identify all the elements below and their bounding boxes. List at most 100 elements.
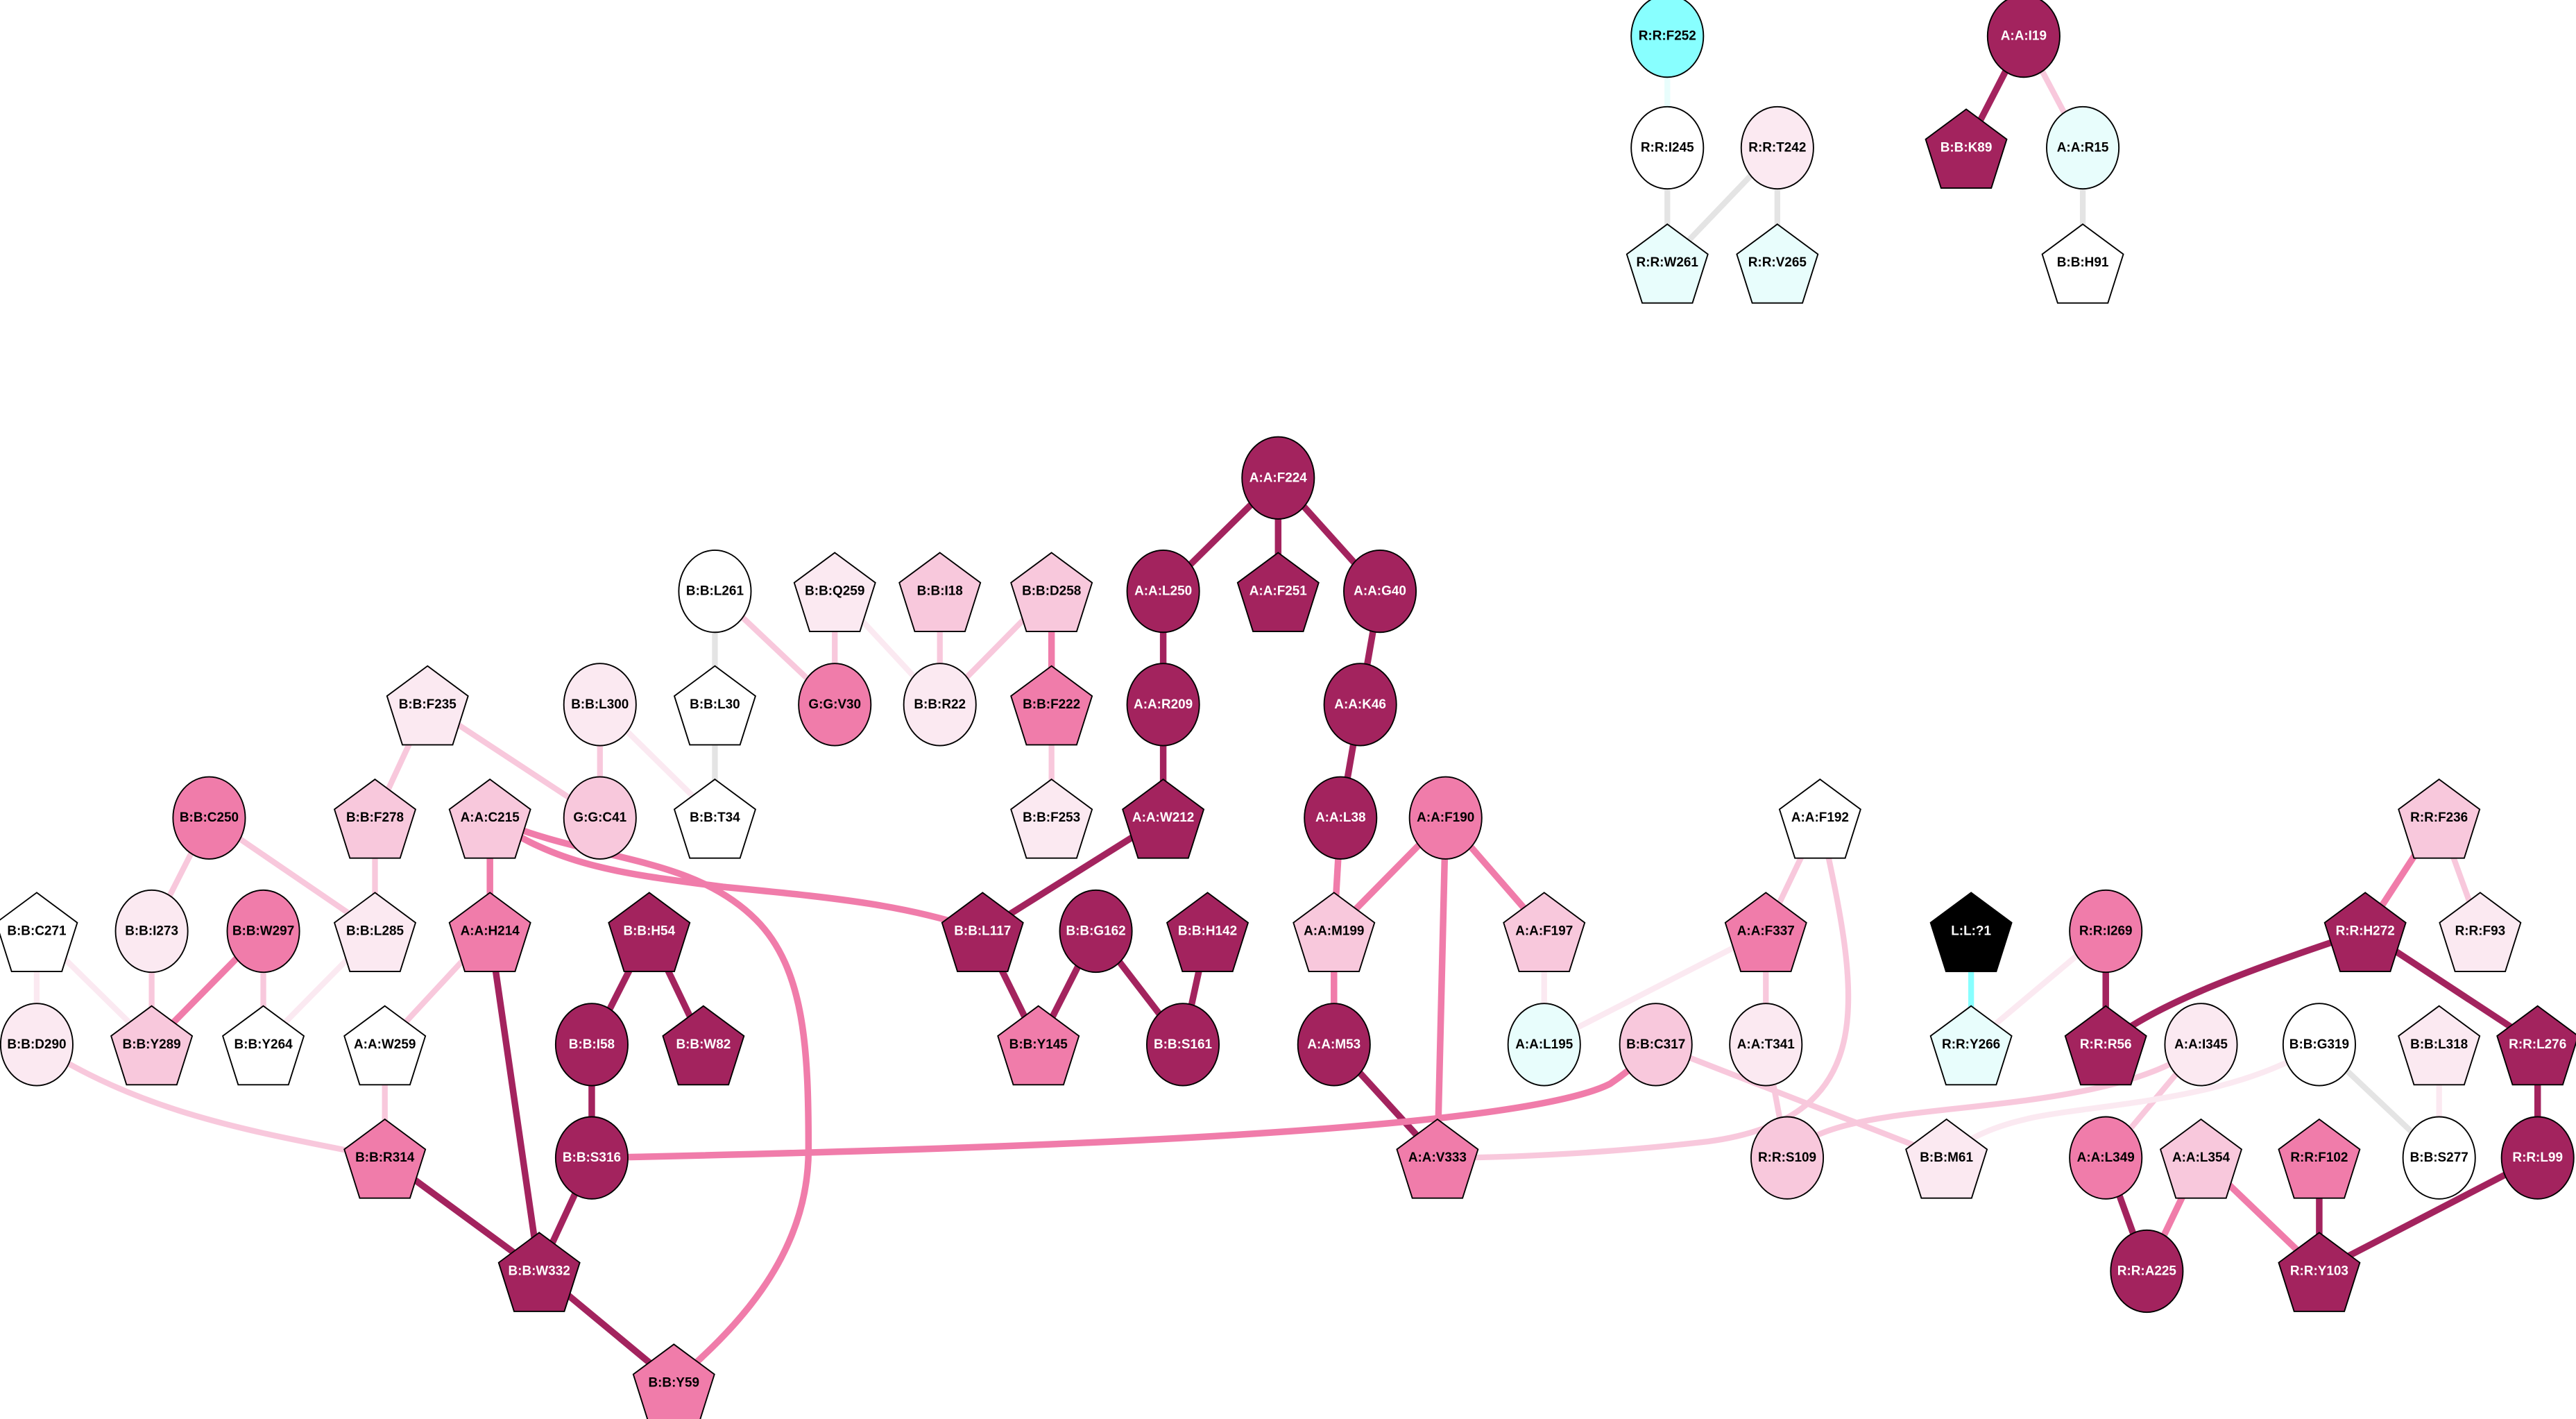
node-r-r-w261[interactable]: R:R:W261 [1626,223,1709,304]
node-a-a-f224[interactable]: A:A:F224 [1241,436,1315,520]
node-a-a-l195[interactable]: A:A:L195 [1507,1003,1581,1087]
pentagon-shape [898,552,982,633]
node-b-b-c250[interactable]: B:B:C250 [172,776,246,860]
pentagon-shape [1236,552,1320,633]
node-r-r-i245[interactable]: R:R:I245 [1630,105,1705,190]
node-a-a-l38[interactable]: A:A:L38 [1304,776,1378,860]
node-b-b-w297[interactable]: B:B:W297 [226,889,300,974]
pentagon-shape [1724,892,1807,972]
node-b-b-f278[interactable]: B:B:F278 [333,778,417,859]
node-a-a-f190[interactable]: A:A:F190 [1408,776,1483,860]
circle-shape [2046,105,2120,190]
node-a-a-l349[interactable]: A:A:L349 [2069,1116,2143,1200]
node-a-a-c215[interactable]: A:A:C215 [448,778,531,859]
node-r-r-i269[interactable]: R:R:I269 [2069,889,2143,974]
pentagon-shape [673,665,757,746]
node-a-a-m199[interactable]: A:A:M199 [1293,892,1376,972]
node-b-b-q259[interactable]: B:B:Q259 [793,552,876,633]
node-label: A:A:M53 [1307,1037,1360,1052]
node-a-a-i19[interactable]: A:A:I19 [1986,0,2061,78]
pentagon-shape [2159,1118,2243,1199]
node-b-b-i58[interactable]: B:B:I58 [554,1003,629,1087]
node-a-a-w212[interactable]: A:A:W212 [1122,778,1205,859]
pentagon-shape [448,892,531,972]
node-a-a-i345[interactable]: A:A:I345 [2164,1003,2238,1087]
node-b-b-s161[interactable]: B:B:S161 [1146,1003,1220,1087]
node-a-a-h214[interactable]: A:A:H214 [448,892,531,972]
node-a-a-f337[interactable]: A:A:F337 [1724,892,1807,972]
node-b-b-l285[interactable]: B:B:L285 [333,892,417,972]
node-b-b-d258[interactable]: B:B:D258 [1010,552,1093,633]
node-b-b-h142[interactable]: B:B:H142 [1166,892,1249,972]
node-r-r-s109[interactable]: R:R:S109 [1750,1116,1825,1200]
edge-a-a-c215-b-b-l117 [488,815,984,935]
node-b-b-w82[interactable]: B:B:W82 [662,1005,745,1086]
pentagon-shape [333,778,417,859]
node-a-a-l250[interactable]: A:A:L250 [1126,549,1200,634]
node-a-a-f197[interactable]: A:A:F197 [1503,892,1586,972]
node-b-b-i18[interactable]: B:B:I18 [898,552,982,633]
node-r-r-f236[interactable]: R:R:F236 [2398,778,2481,859]
node-b-b-f222[interactable]: B:B:F222 [1010,665,1093,746]
node-b-b-c317[interactable]: B:B:C317 [1619,1003,1693,1087]
node-r-r-v265[interactable]: R:R:V265 [1736,223,1819,304]
node-b-b-l300[interactable]: B:B:L300 [563,663,637,747]
node-r-r-f252[interactable]: R:R:F252 [1630,0,1705,78]
node-b-b-y145[interactable]: B:B:Y145 [997,1005,1080,1086]
node-b-b-h54[interactable]: B:B:H54 [608,892,691,972]
node-b-b-f253[interactable]: B:B:F253 [1010,778,1093,859]
node-a-a-f251[interactable]: A:A:F251 [1236,552,1320,633]
node-r-r-y103[interactable]: R:R:Y103 [2278,1232,2361,1312]
node-g-g-v30[interactable]: G:G:V30 [798,663,872,747]
node-b-b-t34[interactable]: B:B:T34 [673,778,757,859]
node-r-r-f102[interactable]: R:R:F102 [2278,1118,2361,1199]
node-b-b-w332[interactable]: B:B:W332 [497,1232,581,1312]
node-a-a-m53[interactable]: A:A:M53 [1297,1003,1371,1087]
node-b-b-s316[interactable]: B:B:S316 [554,1116,629,1200]
node-b-b-g162[interactable]: B:B:G162 [1059,889,1133,974]
node-b-b-h91[interactable]: B:B:H91 [2041,223,2124,304]
node-r-r-l276[interactable]: R:R:L276 [2496,1005,2576,1086]
node-b-b-l117[interactable]: B:B:L117 [941,892,1024,972]
node-r-r-a225[interactable]: R:R:A225 [2110,1229,2184,1314]
node-b-b-y289[interactable]: B:B:Y289 [110,1005,194,1086]
node-b-b-y264[interactable]: B:B:Y264 [221,1005,305,1086]
node-a-a-w259[interactable]: A:A:W259 [343,1005,427,1086]
node-r-r-y266[interactable]: R:R:Y266 [1929,1005,2013,1086]
node-a-a-l354[interactable]: A:A:L354 [2159,1118,2243,1199]
node-a-a-g40[interactable]: A:A:G40 [1343,549,1417,634]
node-label: A:A:I345 [2174,1037,2228,1052]
node-a-a-f192[interactable]: A:A:F192 [1778,778,1861,859]
node-b-b-i273[interactable]: B:B:I273 [114,889,189,974]
pentagon-shape [497,1232,581,1312]
node-a-a-v333[interactable]: A:A:V333 [1396,1118,1479,1199]
pentagon-shape [2398,778,2481,859]
node-a-a-r15[interactable]: A:A:R15 [2046,105,2120,190]
node-r-r-f93[interactable]: R:R:F93 [2439,892,2522,972]
node-r-r-r56[interactable]: R:R:R56 [2064,1005,2147,1086]
node-r-r-t242[interactable]: R:R:T242 [1740,105,1814,190]
node-b-b-m61[interactable]: B:B:M61 [1905,1118,1988,1199]
node-b-b-l30[interactable]: B:B:L30 [673,665,757,746]
node-b-b-k89[interactable]: B:B:K89 [1925,108,2008,189]
node-a-a-r209[interactable]: A:A:R209 [1126,663,1200,747]
node-b-b-r314[interactable]: B:B:R314 [343,1118,427,1199]
node-l-l-1[interactable]: L:L:?1 [1929,892,2013,972]
node-b-b-l261[interactable]: B:B:L261 [678,549,752,634]
node-b-b-f235[interactable]: B:B:F235 [386,665,469,746]
node-a-a-t341[interactable]: A:A:T341 [1729,1003,1803,1087]
node-b-b-d290[interactable]: B:B:D290 [0,1003,74,1087]
node-g-g-c41[interactable]: G:G:C41 [563,776,637,860]
node-label: R:R:T242 [1748,141,1806,155]
node-b-b-g319[interactable]: B:B:G319 [2282,1003,2356,1087]
node-b-b-r22[interactable]: B:B:R22 [903,663,977,747]
node-r-r-h272[interactable]: R:R:H272 [2323,892,2407,972]
node-b-b-s277[interactable]: B:B:S277 [2402,1116,2476,1200]
node-label: L:L:?1 [1951,924,1991,939]
pentagon-shape [1010,778,1093,859]
node-b-b-y59[interactable]: B:B:Y59 [632,1343,715,1419]
node-b-b-l318[interactable]: B:B:L318 [2398,1005,2481,1086]
node-r-r-l99[interactable]: R:R:L99 [2500,1116,2575,1200]
node-a-a-k46[interactable]: A:A:K46 [1323,663,1397,747]
node-b-b-c271[interactable]: B:B:C271 [0,892,78,972]
